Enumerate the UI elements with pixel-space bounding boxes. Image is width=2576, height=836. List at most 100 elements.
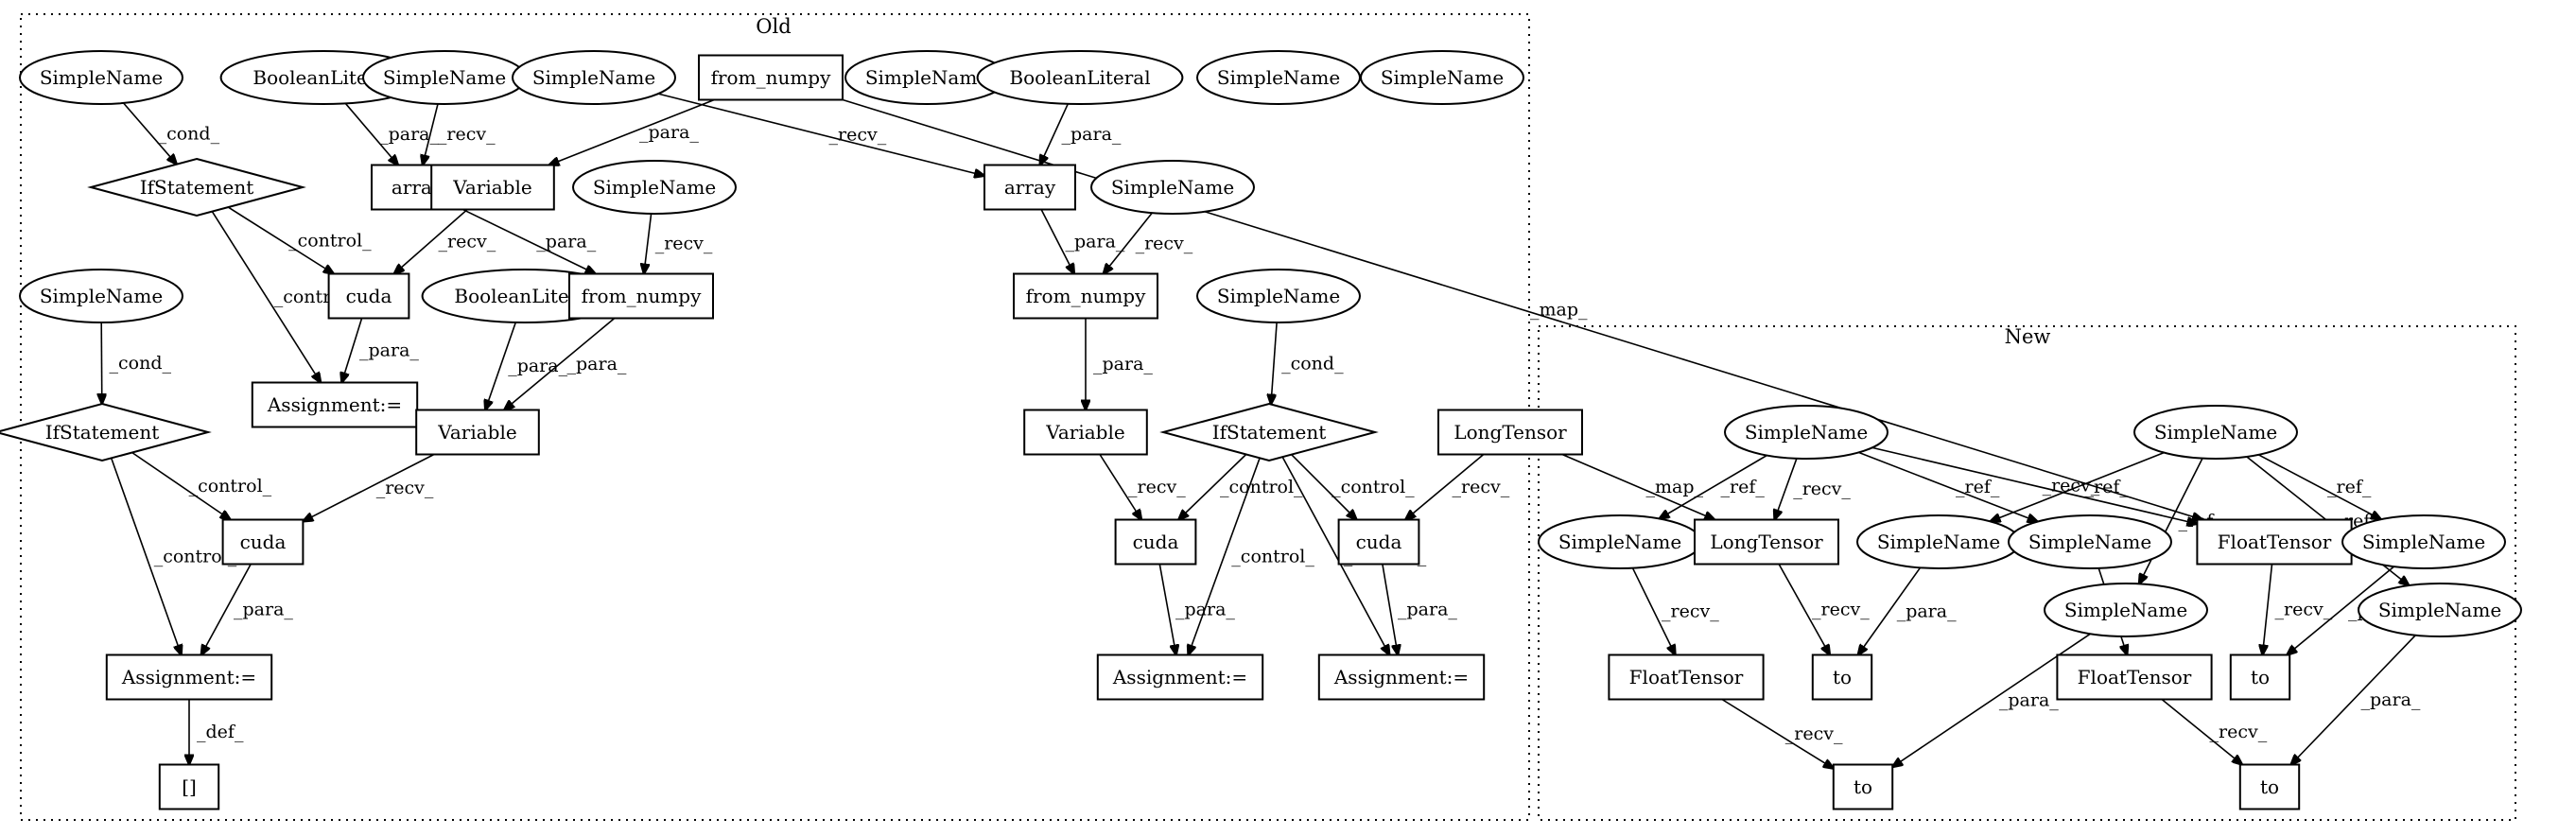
- node-box: [2056, 653, 2213, 701]
- edge-n-lt-to-n-to1: _recv_: [1778, 564, 1870, 655]
- edge-line: [1271, 322, 1278, 405]
- node-simplename-o_sn6: SimpleName: [1360, 50, 1524, 105]
- edge-o-fn1-to-o-var1: _para_: [549, 98, 715, 165]
- edge-o-bl3-to-o-var2: _para_: [485, 322, 568, 410]
- edge-line: [1631, 567, 1676, 655]
- node-label: FloatTensor: [2078, 666, 2192, 688]
- edge-line: [1778, 564, 1830, 655]
- node-box: [1096, 653, 1264, 701]
- edge-label: _para_: [639, 122, 699, 143]
- edge-line: [1871, 446, 2198, 524]
- node-simplename-n_sn5: SimpleName: [2044, 583, 2208, 637]
- edge-line: [341, 318, 363, 383]
- edge-label: _ref_: [1721, 477, 1766, 497]
- edge-o-cuda1-to-o-asg1: _para_: [341, 318, 419, 383]
- edge-label: _ref_: [2085, 477, 2130, 497]
- node-label: SimpleName: [383, 66, 506, 89]
- edge-line: [2263, 564, 2273, 655]
- edge-line: [394, 208, 468, 274]
- edge-label: _para_: [1175, 600, 1235, 620]
- edge-o-bl2-to-o-arr2: _para_: [1040, 103, 1122, 165]
- node-box: [1811, 653, 1873, 701]
- edge-line: [1721, 698, 1834, 769]
- edge-label: _para_: [234, 600, 293, 620]
- node-box: [698, 54, 844, 101]
- node-label: cuda: [346, 285, 392, 307]
- node-to-n_to1: to: [1811, 653, 1873, 701]
- edge-n-sn5-to-n-to3: _para_: [1892, 633, 2091, 767]
- node-assignment-o_asg1: Assignment:=: [251, 381, 419, 428]
- edge-o-arr2-to-o-fn3: _para_: [1040, 209, 1125, 274]
- edge-o-sn3-to-o-arr2: _recv_: [657, 93, 984, 176]
- node-label: IfStatement: [45, 421, 160, 444]
- node-label: SimpleName: [2378, 599, 2501, 621]
- node-label: Variable: [1045, 421, 1124, 444]
- edge-label: _para_: [1999, 690, 2059, 711]
- node-from-numpy-o_fn2: from_numpy: [568, 272, 714, 320]
- node-box: [415, 409, 540, 456]
- node-box: [1437, 409, 1583, 456]
- edge-o-var3-to-o-cuda3: _recv_: [1099, 454, 1186, 520]
- cluster-old-label: Old: [756, 15, 791, 38]
- node-box: [251, 381, 419, 428]
- node-label: Assignment:=: [267, 393, 402, 416]
- node-box: [1317, 653, 1486, 701]
- node-box: [1013, 272, 1158, 320]
- edge-label: _map_: [1646, 477, 1704, 497]
- node-label: cuda: [1133, 531, 1179, 553]
- edge-line: [1189, 458, 1261, 654]
- edge-label: _control_: [189, 476, 272, 496]
- node-label: to: [1833, 666, 1852, 688]
- node-ellipse: [19, 50, 183, 105]
- edge-label: _recv_: [1662, 601, 1719, 622]
- edge-n-ft2-to-n-to3: _recv_: [1721, 698, 1843, 769]
- node-label: SimpleName: [532, 66, 655, 89]
- edge-n-ft3-to-n-to4: _recv_: [2161, 698, 2268, 765]
- edge-o-bl1-to-o-arr1: _para_: [344, 102, 440, 165]
- node-label: LongTensor: [1710, 531, 1823, 553]
- edge-line: [423, 103, 439, 165]
- edge-label: _recv_: [1128, 477, 1186, 497]
- edge-o-sn2-to-o-arr1: _recv_: [423, 103, 496, 165]
- edge-o-if1-to-o-cuda1: _control_: [227, 206, 372, 273]
- edge-line: [461, 208, 596, 273]
- node-simplename-o_sn4: SimpleName: [844, 50, 1009, 105]
- node-simplename-o_sn3: SimpleName: [512, 50, 676, 105]
- node-simplename-o_sn9: SimpleName: [19, 269, 183, 323]
- node-to-n_to4: to: [2238, 763, 2301, 810]
- edge-label: _para_: [1066, 232, 1125, 253]
- edge-line: [1405, 453, 1485, 520]
- node-ellipse: [19, 269, 183, 323]
- node-simplename-n_snA: SimpleName: [1724, 405, 1888, 460]
- edge-line: [1858, 451, 2037, 521]
- node-to-n_to3: to: [1832, 763, 1894, 810]
- edge-label: _cond_: [110, 353, 172, 374]
- node-simplename-n_sn4: SimpleName: [2341, 514, 2506, 569]
- edge-o-asg2-to-o-idx: _def_: [189, 699, 244, 765]
- node-floattensor-n_ft2: FloatTensor: [1608, 653, 1765, 701]
- edge-label: _recv_: [1793, 479, 1851, 499]
- node-label: Assignment:=: [1112, 666, 1247, 688]
- node-ellipse: [2358, 583, 2522, 637]
- node-box: [1832, 763, 1894, 810]
- node-ellipse: [1360, 50, 1524, 105]
- node-label: SimpleName: [1381, 66, 1504, 89]
- node-assignment-o_asg4: Assignment:=: [1317, 653, 1486, 701]
- edge-o-if3-to-o-asg3: _control_: [1189, 458, 1314, 654]
- edge-label: _recv_: [2043, 476, 2100, 496]
- node-label: FloatTensor: [2218, 531, 2332, 553]
- node-label: SimpleName: [1745, 421, 1868, 444]
- edge-o-sn7-to-o-fn2: _recv_: [644, 213, 713, 274]
- node-box: [1337, 518, 1420, 566]
- node-label: SimpleName: [40, 66, 163, 89]
- node-longtensor-o_lt: LongTensor: [1437, 409, 1583, 456]
- edge-label: _recv_: [829, 125, 887, 146]
- node-label: SimpleName: [40, 285, 163, 307]
- edge-n-sn2-to-n-to1: _para_: [1858, 566, 1957, 654]
- node-box: [158, 763, 220, 810]
- node-simplename-n_snB: SimpleName: [2133, 405, 2298, 460]
- node-ellipse: [2044, 583, 2208, 637]
